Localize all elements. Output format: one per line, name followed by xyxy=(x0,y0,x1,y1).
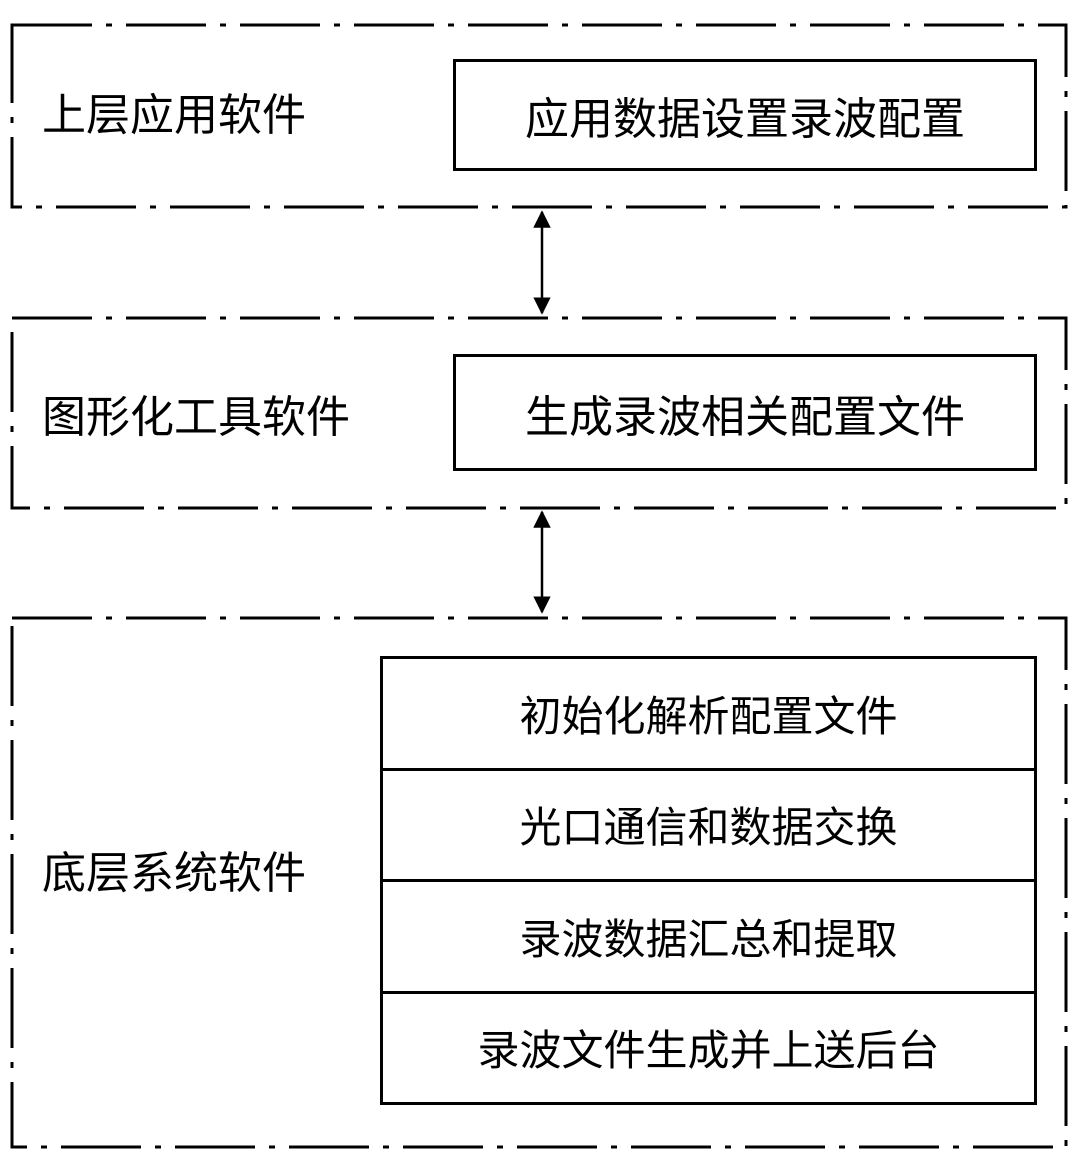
layer-frame-middle xyxy=(10,316,1068,510)
stack-row: 录波数据汇总和提取 xyxy=(383,882,1034,994)
layer-item-box: 生成录波相关配置文件 xyxy=(453,354,1037,471)
stack-row: 录波文件生成并上送后台 xyxy=(477,1026,940,1076)
layer-label-middle: 图形化工具软件 xyxy=(42,392,350,443)
stack-row: 光口通信和数据交换 xyxy=(383,771,1034,882)
layer-frame-top xyxy=(10,23,1068,209)
layer-frame-bottom xyxy=(10,616,1068,1149)
stack-row: 初始化解析配置文件 xyxy=(383,659,1034,771)
layer-label-top: 上层应用软件 xyxy=(42,90,306,141)
layer-item-box: 应用数据设置录波配置 xyxy=(453,59,1037,171)
bottom-item-stack: 初始化解析配置文件 光口通信和数据交换 录波数据汇总和提取 录波文件生成并上送后… xyxy=(380,656,1037,1105)
layer-label-bottom: 底层系统软件 xyxy=(42,848,306,899)
